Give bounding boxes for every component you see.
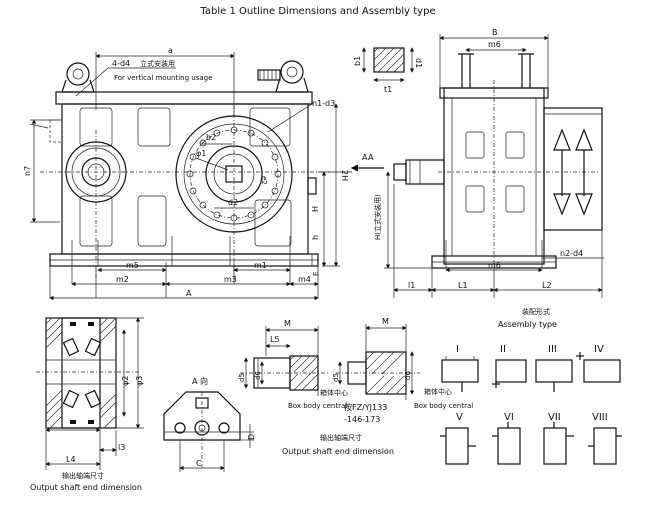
dim-phi3: φ3 (135, 376, 144, 386)
label-arrow-a-side: A (368, 153, 374, 162)
dim-m6-top: m6 (488, 40, 501, 49)
output-caption: Output shaft end dimension (30, 483, 142, 492)
dim-l1: l1 (408, 281, 415, 290)
dim-C: C (196, 459, 202, 468)
dim-m1: m1 (254, 261, 267, 270)
dim-m3: m3 (224, 275, 237, 284)
label-4-d4: 4-d4 (112, 59, 130, 68)
front-view-dimensions: a 4-d4 立式安装用 For vertical mounting usage… (23, 46, 384, 301)
key-d1: d1 (414, 58, 423, 68)
standard-nums: -146-173 (344, 415, 380, 424)
shaft-caption: Output shaft end dimension (282, 447, 394, 456)
label-vertical-mounting: For vertical mounting usage (114, 74, 212, 82)
table-title: Table 1 Outline Dimensions and Assembly … (199, 6, 435, 17)
assembly-type-7: VII (548, 412, 561, 423)
assembly-types: 装配形式 Assembly type I II III IV V VI VII … (440, 307, 622, 465)
label-n1-d3: n1-d3 (312, 99, 335, 108)
dim-m2: m2 (116, 275, 129, 284)
side-view-dimensions: B m6 A H(立式安装用) m6 n2-d4 l1 L1 L2 (368, 28, 604, 298)
dim-d5-right: d5 (332, 373, 340, 382)
key-b1: b1 (353, 56, 362, 66)
dim-L5: L5 (270, 335, 280, 344)
output-caption-cn: 输出轴端尺寸 (62, 471, 104, 480)
assembly-type-4: IV (594, 344, 604, 355)
dim-h: h (311, 235, 320, 240)
dim-phi2: φ2 (121, 376, 130, 386)
assembly-title: Assembly type (498, 320, 557, 329)
dim-A: A (186, 289, 192, 298)
dim-d5-left: d5 (238, 373, 246, 382)
key-t1: t1 (384, 85, 392, 94)
key-detail: b1 t1 d1 (353, 47, 423, 94)
label-4-d4-cn: 立式安装用 (140, 59, 175, 68)
box-central-left: Box body central (288, 402, 347, 410)
assembly-type-1: I (456, 344, 459, 355)
assembly-type-8: VIII (592, 412, 608, 423)
dim-H: H (311, 206, 320, 212)
label-e2: e2 (260, 176, 268, 185)
dim-a: a (168, 46, 173, 55)
dim-2H: 2H (340, 170, 349, 181)
dim-l3: l3 (118, 443, 125, 452)
output-shaft-section: φ2 φ3 l3 L4 输出轴端尺寸 Output shaft end dime… (30, 317, 144, 492)
label-n2-d4: n2-d4 (560, 249, 583, 258)
a-view-title: A 向 (192, 376, 208, 386)
front-view (40, 60, 330, 280)
assembly-type-5: V (456, 412, 463, 423)
assembly-type-2: II (500, 344, 506, 355)
dim-m5: m5 (126, 261, 139, 270)
shaft-end-right: M d5 d6 箱体中心 Box body central 按FZ/YJ133 … (282, 317, 473, 456)
dim-d6-right: d6 (404, 371, 412, 380)
dim-D: D (247, 434, 256, 440)
dim-L4: L4 (66, 455, 76, 464)
shaft-end-left: M L5 d5 d6 箱体中心 Box body central (238, 319, 348, 410)
center-cn-right: 箱体中心 (424, 387, 452, 396)
assembly-title-cn: 装配形式 (522, 307, 550, 316)
dim-n7: n7 (23, 166, 32, 176)
dim-L2: L2 (542, 281, 552, 290)
center-cn-left: 箱体中心 (320, 388, 348, 397)
a-view: A 向 C D (163, 376, 256, 472)
label-d2: d2 (228, 198, 238, 207)
view-arrow-a: A (362, 153, 368, 162)
dim-m6-bottom: m6 (488, 261, 501, 270)
box-central-right: Box body central (414, 402, 473, 410)
dim-d6-left: d6 (254, 371, 262, 380)
side-view (393, 53, 603, 272)
standard-ref: 按FZ/YJ133 (344, 402, 387, 412)
dim-B: B (492, 28, 498, 37)
dim-E: E (312, 272, 320, 276)
assembly-type-3: III (548, 344, 557, 355)
label-phi1: φ1 (196, 149, 206, 158)
label-vertical-cn: H(立式安装用) (373, 194, 382, 240)
assembly-type-6: VI (504, 412, 514, 423)
shaft-caption-cn: 输出轴端尺寸 (320, 433, 362, 442)
dim-M-left: M (284, 319, 291, 328)
dim-m4: m4 (298, 275, 311, 284)
label-b2: b2 (206, 133, 216, 142)
dim-M-right: M (382, 317, 389, 326)
dim-L1: L1 (458, 281, 468, 290)
